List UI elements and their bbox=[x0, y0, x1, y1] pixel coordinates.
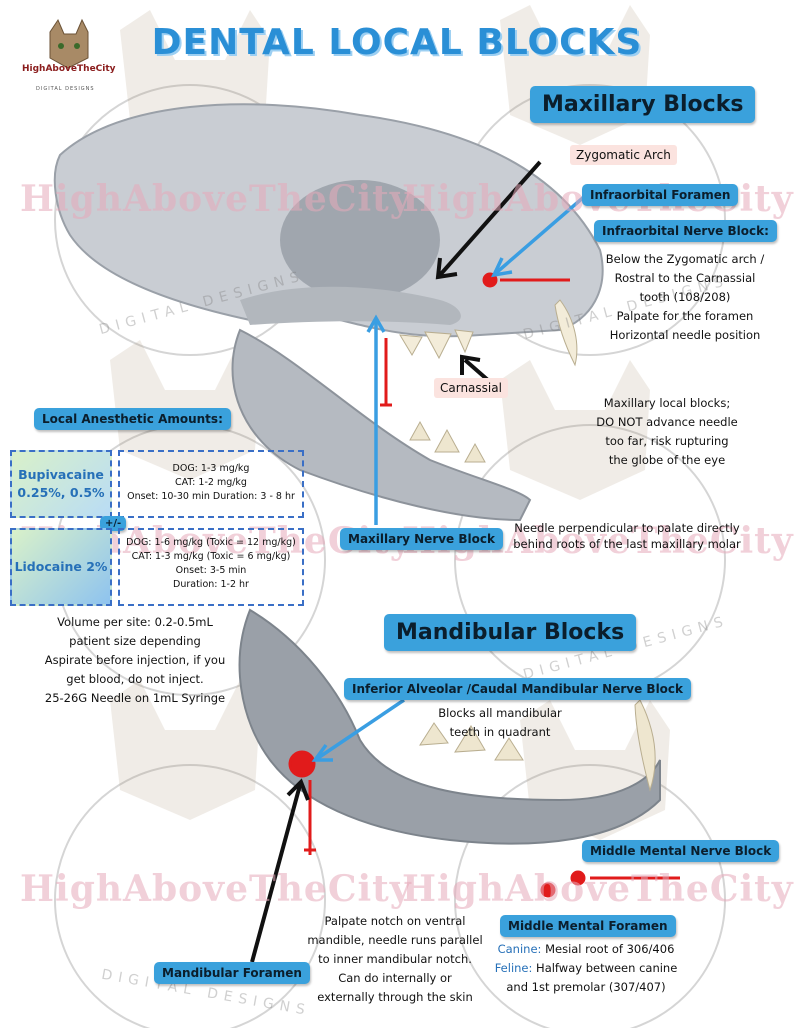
logo-sub: DIGITAL DESIGNS bbox=[36, 86, 95, 92]
bupivacaine-dose-panel: DOG: 1-3 mg/kg CAT: 1-2 mg/kg Onset: 10-… bbox=[118, 450, 304, 518]
canine-label: Canine: bbox=[497, 942, 542, 956]
maxillary-nerve-block-label: Maxillary Nerve Block bbox=[340, 528, 503, 550]
mandible-upper bbox=[231, 328, 532, 522]
watermark-text: HighAboveTheCity bbox=[20, 868, 412, 910]
lidocaine-dose-panel: DOG: 1-6 mg/kg (Toxic = 12 mg/kg) CAT: 1… bbox=[118, 528, 304, 606]
logo-name: HighAboveTheCity bbox=[22, 64, 116, 74]
mandible-teeth-upper bbox=[409, 420, 486, 463]
carnassial-label: Carnassial bbox=[434, 378, 508, 398]
needles bbox=[288, 272, 680, 898]
mandible-lower bbox=[238, 608, 661, 845]
mandibular-palpate-desc: Palpate notch on ventral mandible, needl… bbox=[307, 914, 483, 1004]
maxillary-warning: Maxillary local blocks; DO NOT advance n… bbox=[596, 396, 738, 467]
feline-label: Feline: bbox=[494, 961, 533, 975]
mandibular-foramen-label: Mandibular Foramen bbox=[154, 962, 310, 984]
maxillary-nerve-block-desc: Needle perpendicular to palate directly … bbox=[513, 521, 741, 551]
watermark-text: HighAboveTheCity bbox=[20, 178, 412, 220]
inferior-alveolar-label: Inferior Alveolar /Caudal Mandibular Ner… bbox=[344, 678, 692, 700]
middle-mental-foramen-label: Middle Mental Foramen bbox=[500, 915, 676, 937]
lidocaine-panel: Lidocaine 2% bbox=[10, 528, 112, 606]
page-title: DENTAL LOCAL BLOCKS bbox=[151, 22, 643, 63]
bupivacaine-panel: Bupivacaine 0.25%, 0.5% bbox=[10, 450, 112, 518]
middle-mental-block-label: Middle Mental Nerve Block bbox=[582, 840, 780, 862]
logo bbox=[28, 18, 108, 98]
mandible-teeth-lower bbox=[419, 699, 656, 792]
zygomatic-arch-label: Zygomatic Arch bbox=[570, 145, 677, 165]
middle-mental-desc: Canine: Mesial root of 306/406 Feline: H… bbox=[494, 942, 678, 994]
anesthetic-header: Local Anesthetic Amounts: bbox=[34, 408, 231, 430]
skull-zygomatic bbox=[240, 286, 461, 325]
inferior-alveolar-desc: Blocks all mandibular teeth in quadrant bbox=[438, 706, 562, 739]
bupivacaine-conc: 0.25%, 0.5% bbox=[17, 485, 105, 500]
infraorbital-foramen-label: Infraorbital Foramen bbox=[582, 184, 739, 206]
bupivacaine-name: Bupivacaine bbox=[18, 467, 104, 482]
blue-arrows bbox=[311, 194, 587, 762]
maxillary-teeth bbox=[399, 299, 578, 367]
lidocaine-name: Lidocaine 2% bbox=[14, 559, 108, 574]
cat-logo-icon bbox=[49, 18, 89, 69]
infraorbital-block-label: Infraorbital Nerve Block: bbox=[594, 220, 777, 242]
mandibular-header: Mandibular Blocks bbox=[384, 614, 637, 651]
maxillary-header: Maxillary Blocks bbox=[530, 86, 756, 123]
plus-minus-badge: +/- bbox=[100, 516, 127, 531]
anesthetic-notes: Volume per site: 0.2-0.5mL patient size … bbox=[44, 615, 226, 705]
watermark-text: HighAboveTheCity bbox=[402, 868, 794, 910]
infraorbital-desc: Below the Zygomatic arch / Rostral to th… bbox=[605, 252, 765, 342]
skull-orbit bbox=[280, 180, 440, 300]
